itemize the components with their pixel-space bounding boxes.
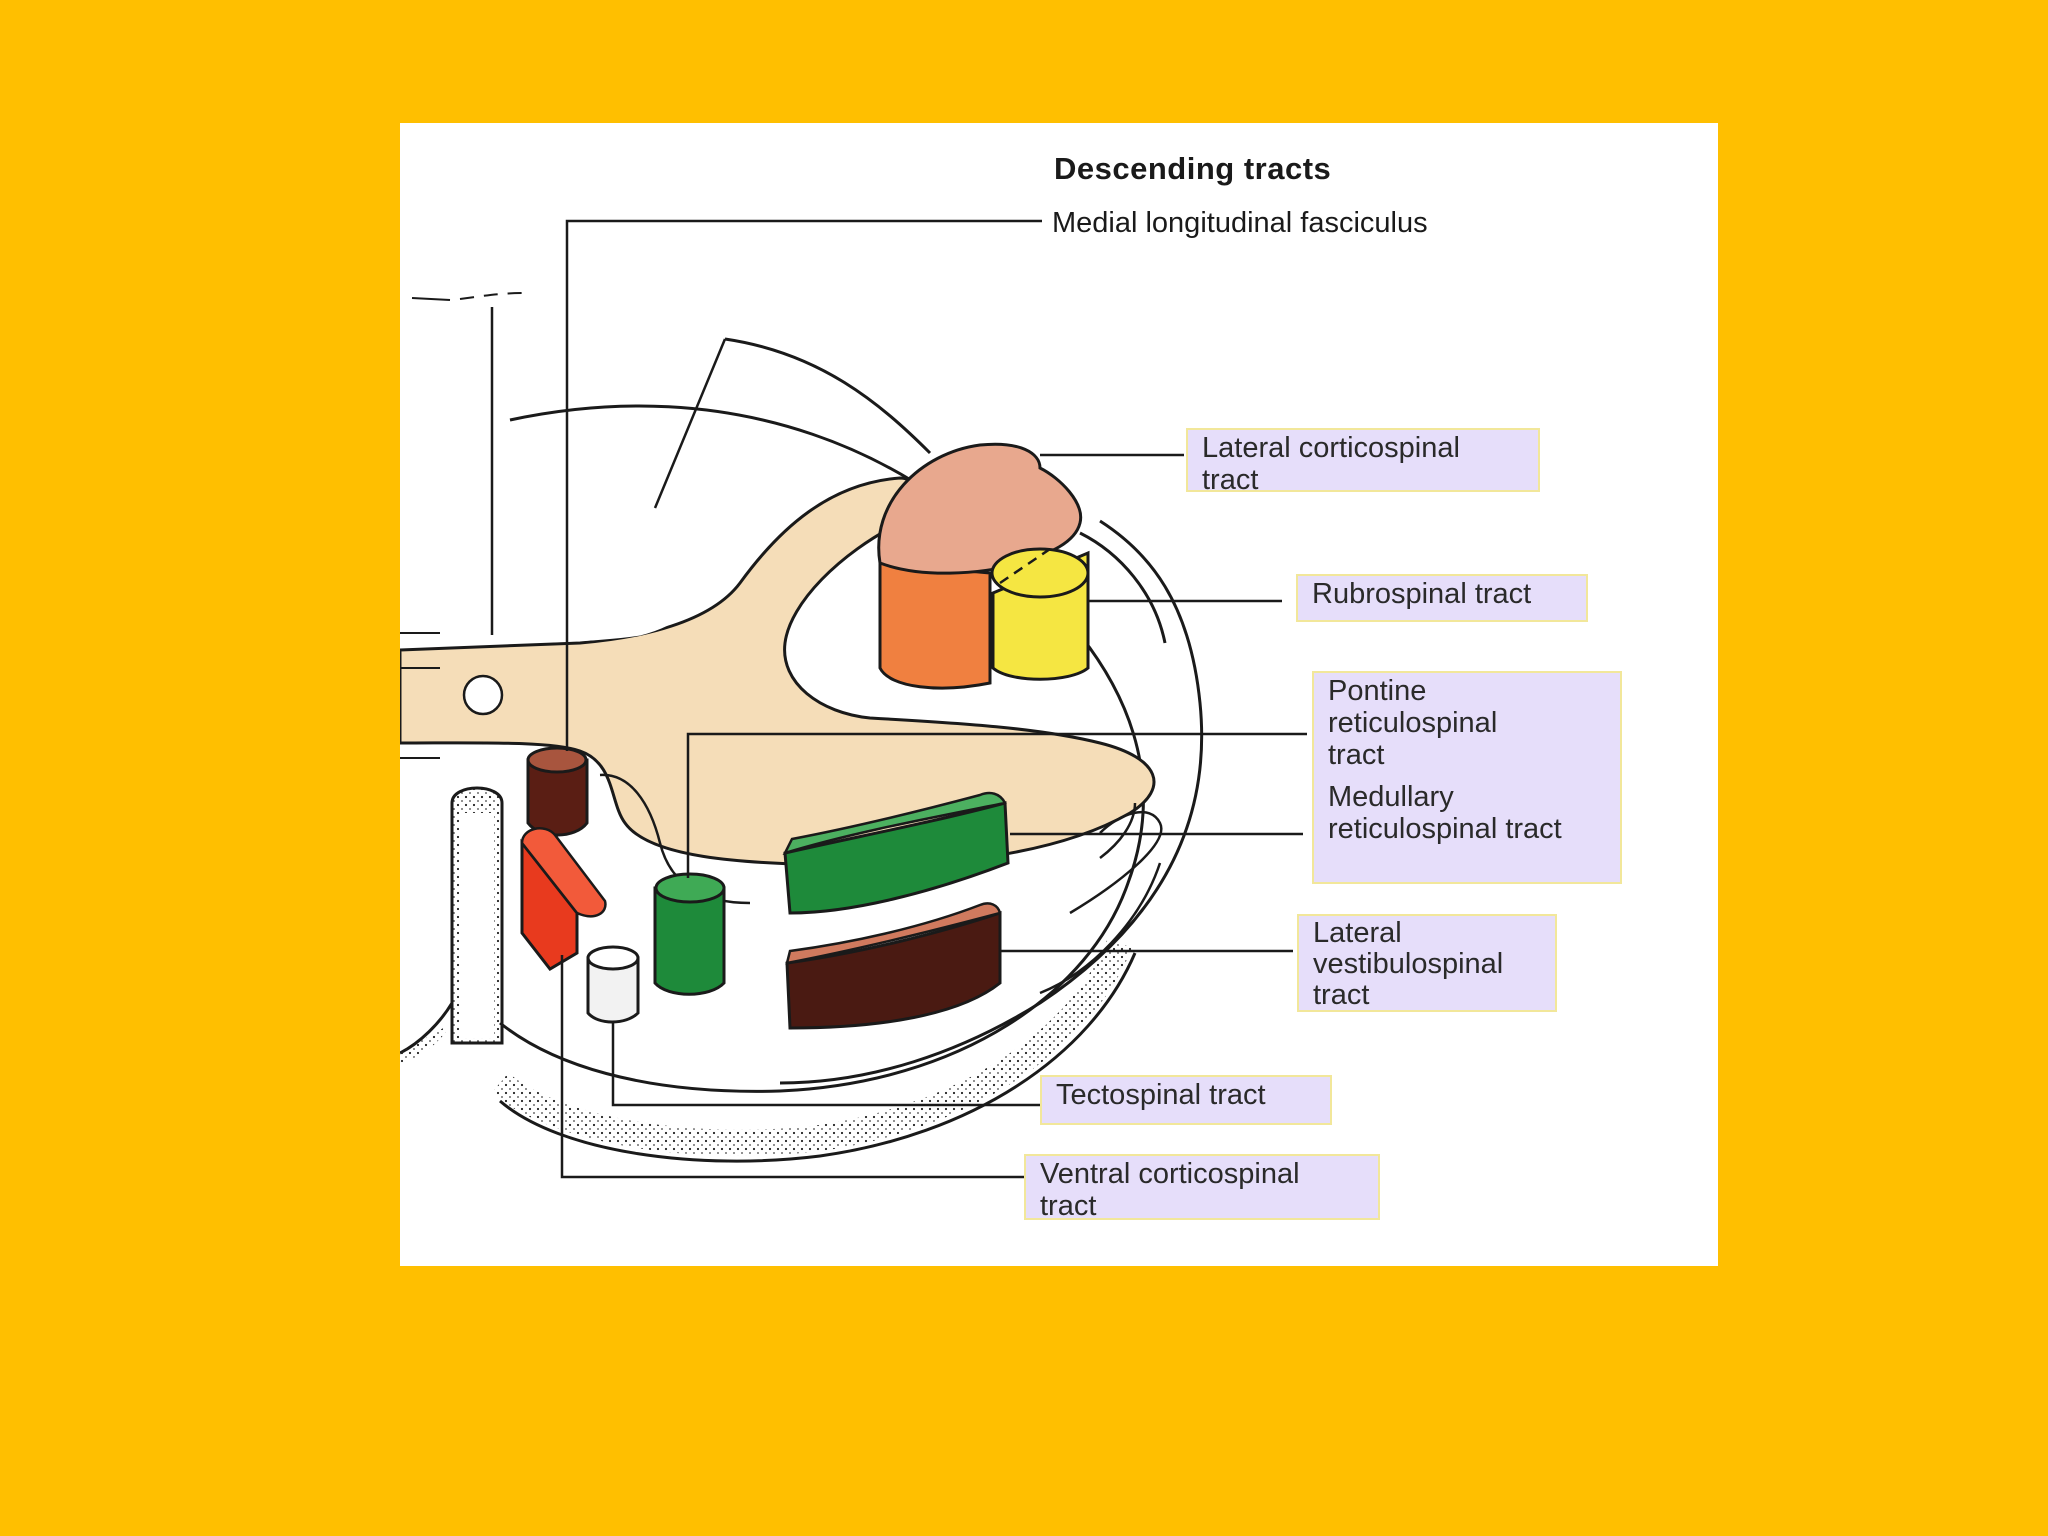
label-reticulospinal-tracts: Pontine reticulospinal tract Medullary r… bbox=[1312, 671, 1622, 884]
lateral-corticospinal-tract-shape bbox=[877, 442, 1083, 690]
label-tectospinal-tract: Tectospinal tract bbox=[1040, 1075, 1332, 1125]
label-line: vestibulospinal bbox=[1313, 948, 1504, 980]
label-medullary-reticulospinal: Medullary reticulospinal tract bbox=[1328, 781, 1562, 845]
spinal-cord-cross-section bbox=[400, 219, 1307, 1179]
label-lateral-corticospinal-tract: Lateral corticospinal tract bbox=[1186, 428, 1540, 496]
label-line: Lateral bbox=[1313, 917, 1402, 949]
pontine-reticulospinal-tract-shape bbox=[653, 872, 726, 996]
label-medial-longitudinal-fasciculus: Medial longitudinal fasciculus bbox=[1052, 207, 1428, 239]
label-pontine-reticulospinal: Pontine reticulospinal tract bbox=[1328, 675, 1498, 771]
label-lateral-vestibulospinal-tract: Lateral vestibulospinal tract bbox=[1297, 914, 1557, 1012]
label-line: tract bbox=[1202, 464, 1259, 496]
label-line: tract bbox=[1040, 1190, 1097, 1222]
leader-lines bbox=[560, 219, 1307, 1179]
central-canal bbox=[462, 674, 504, 716]
label-rubrospinal-tract: Rubrospinal tract bbox=[1296, 574, 1588, 622]
lateral-vestibulospinal-tract-shape bbox=[785, 902, 1002, 1030]
medullary-reticulospinal-tract-shape bbox=[782, 791, 1010, 915]
label-line: Rubrospinal tract bbox=[1312, 578, 1532, 610]
label-line: tract bbox=[1313, 979, 1370, 1011]
tectospinal-tract-shape bbox=[586, 945, 640, 1024]
rubrospinal-tract-shape bbox=[990, 547, 1090, 681]
grey-matter bbox=[400, 476, 1156, 905]
label-line: Tectospinal tract bbox=[1056, 1079, 1266, 1111]
label-ventral-corticospinal-tract: Ventral corticospinal tract bbox=[1024, 1154, 1380, 1222]
inner-loop-2 bbox=[1039, 862, 1162, 995]
mlf-tract-shape bbox=[526, 746, 589, 837]
inner-loop bbox=[1069, 810, 1163, 915]
diagram-title: Descending tracts bbox=[1054, 151, 1332, 186]
ventral-corticospinal-tract-shape bbox=[520, 827, 607, 971]
diagram-panel: Descending tracts Medial longitudinal fa… bbox=[400, 123, 1718, 1266]
ventral-median-fissure bbox=[400, 786, 504, 1063]
label-line: Lateral corticospinal bbox=[1202, 432, 1460, 464]
label-line: Ventral corticospinal bbox=[1040, 1158, 1300, 1190]
